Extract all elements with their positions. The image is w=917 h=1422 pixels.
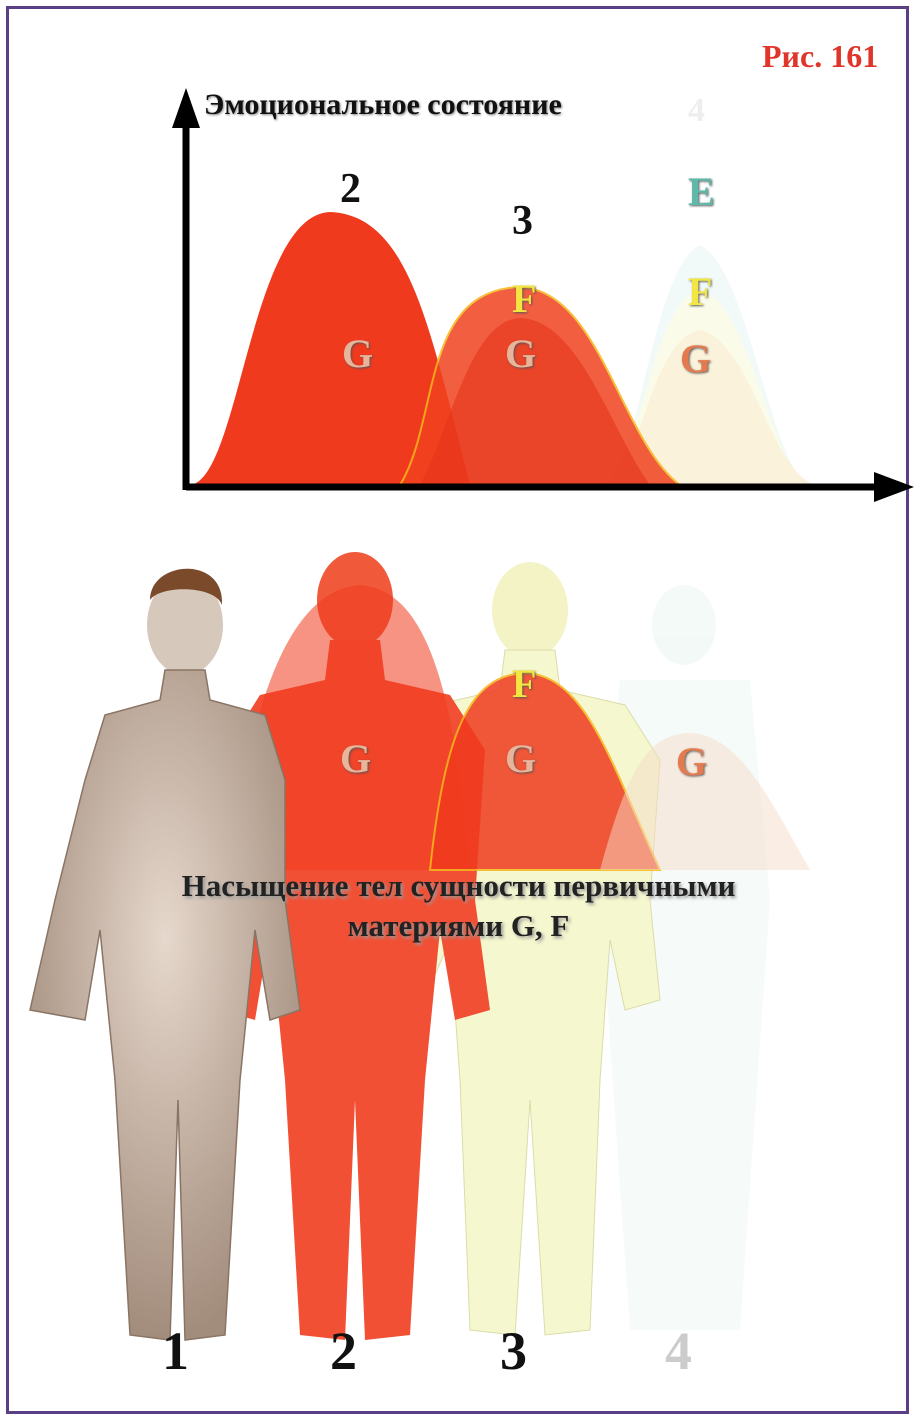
chart-curves	[190, 212, 815, 485]
axis-title: Эмоциональное состояние	[204, 88, 562, 122]
figure-letter-g-body3: G	[505, 735, 536, 782]
chart-letter-g-body2: G	[342, 330, 373, 377]
chart-letter-e-body4: E	[688, 168, 715, 215]
figure-label: Рис. 161	[762, 38, 878, 75]
caption-line-1: Насыщение тел сущности первичными	[0, 864, 917, 908]
peak-label-3: 3	[512, 197, 533, 245]
body-number-3: 3	[500, 1320, 527, 1382]
body-figure-1	[30, 569, 300, 1340]
axis-title-number: 4	[688, 92, 705, 130]
body-number-1: 1	[162, 1320, 189, 1382]
figure-letter-f-body3: F	[512, 660, 536, 707]
chart-letter-f-body4: F	[688, 268, 712, 315]
figure-letter-g-body2: G	[340, 735, 371, 782]
chart-letter-f-body3: F	[512, 275, 536, 322]
figure-letter-g-body4: G	[676, 738, 707, 785]
chart-letter-g-body3: G	[505, 330, 536, 377]
body-number-4: 4	[665, 1320, 692, 1382]
caption-line-2: материями G, F	[0, 904, 917, 948]
peak-label-2: 2	[340, 165, 361, 213]
body-number-2: 2	[330, 1320, 357, 1382]
chart-letter-g-body4: G	[680, 335, 711, 382]
